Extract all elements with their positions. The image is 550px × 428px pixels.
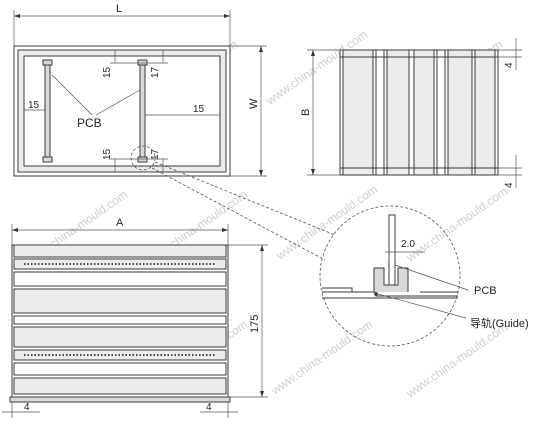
side-panel xyxy=(386,49,410,176)
dim-label-15-left: 15 xyxy=(28,100,40,111)
guide-clip xyxy=(42,156,53,163)
arrow xyxy=(260,391,264,397)
detail-circle xyxy=(319,205,461,347)
guide-detail-label: 导轨(Guide) xyxy=(470,316,529,330)
base-plate xyxy=(322,287,353,292)
dim-label-A: A xyxy=(116,217,124,229)
leader-line xyxy=(51,74,93,116)
arrow xyxy=(259,46,263,52)
dim-label-4-top: 4 xyxy=(504,62,515,68)
pcb-board-right xyxy=(139,62,146,160)
pcb-detail-label: PCB xyxy=(474,285,497,297)
front-view: A 175 4 4 xyxy=(2,217,268,418)
arrow xyxy=(259,170,263,176)
dim-label-15-right: 15 xyxy=(193,104,205,115)
arrow xyxy=(222,228,228,232)
dim-label-2-0: 2.0 xyxy=(401,239,415,250)
side-panel xyxy=(474,49,496,176)
dim-label-L: L xyxy=(116,3,122,15)
leader-line xyxy=(394,264,469,291)
dim-label-15: 15 xyxy=(102,66,113,78)
top-view-inner-frame xyxy=(23,55,221,167)
leader-line xyxy=(377,293,467,319)
dim-label-4-left: 4 xyxy=(24,402,30,413)
guide-clip xyxy=(137,59,148,66)
top-view: L W 15 17 15 15 15 17 PCB xyxy=(13,3,267,177)
front-panel xyxy=(13,377,227,395)
detail-leader-dashed xyxy=(154,161,336,236)
front-panel xyxy=(13,326,227,348)
leader-line xyxy=(95,89,141,116)
arrow xyxy=(311,50,315,56)
side-panel xyxy=(375,49,385,176)
pcb-board-left xyxy=(44,62,51,160)
dim-label-4-bottom: 4 xyxy=(504,182,515,188)
dim-label-4-right: 4 xyxy=(206,402,212,413)
guide-dot xyxy=(374,292,378,296)
arrow xyxy=(12,228,18,232)
side-panel xyxy=(413,49,435,176)
dim-label-W: W xyxy=(248,98,260,109)
pcb-plate xyxy=(388,214,396,286)
dim-label-17-bottom: 17 xyxy=(150,148,161,160)
side-panel xyxy=(447,49,473,176)
detail-view: 2.0 PCB 导轨(Guide) xyxy=(151,161,529,347)
side-panel xyxy=(436,49,446,176)
dim-label-17: 17 xyxy=(150,66,161,78)
watermark: www.china-mould.com xyxy=(268,317,375,398)
dim-label-175: 175 xyxy=(249,315,261,333)
front-panel xyxy=(13,315,227,325)
guide-clip xyxy=(137,156,148,163)
front-panel xyxy=(13,362,227,376)
front-panel xyxy=(13,288,227,314)
front-base xyxy=(9,396,231,403)
arrow xyxy=(224,14,230,18)
arrow xyxy=(260,245,264,251)
arrow xyxy=(14,14,20,18)
watermark: www.china-mould.com xyxy=(403,320,510,401)
front-panel xyxy=(13,271,227,287)
detail-leader-dashed xyxy=(151,167,326,261)
dim-label-15-bottom: 15 xyxy=(102,148,113,160)
pcb-label: PCB xyxy=(77,116,102,130)
detail-marker-circle xyxy=(130,145,156,171)
side-view: B 4 4 xyxy=(300,38,522,188)
dim-label-B: B xyxy=(300,109,312,116)
watermark: www.china-mould.com xyxy=(273,182,380,263)
base-plate xyxy=(322,291,458,297)
front-rail xyxy=(13,244,227,258)
guide-clip xyxy=(42,59,53,66)
arrow xyxy=(311,169,315,175)
side-panel xyxy=(342,49,374,176)
